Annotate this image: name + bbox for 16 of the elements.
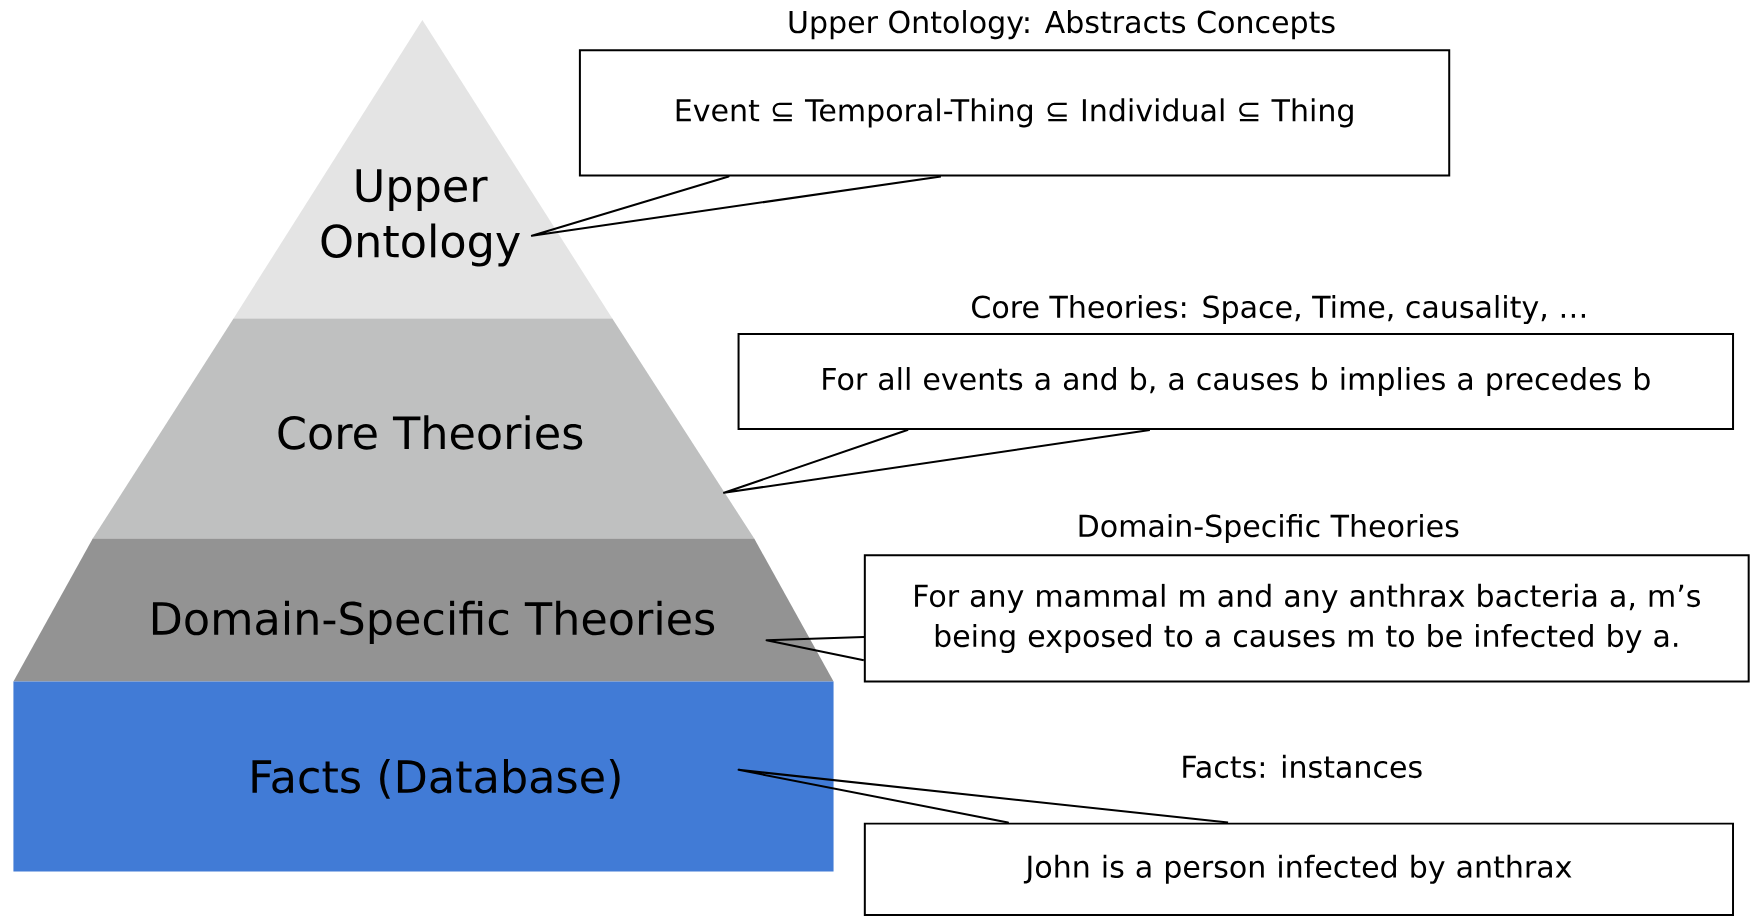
pyramid-tier: Domain-Specific Theories [13,538,834,682]
callout-heading: Upper Ontology: Abstracts Concepts [789,9,1335,39]
pyramid-tier: Core Theories [92,318,755,539]
callout-tail [530,175,942,237]
callout-box: John is a person infected by anthrax [863,822,1735,916]
callout-tail [723,428,1151,494]
callout-box: For all events a and b, a causes b implies a precedes b [737,333,1735,430]
callout-box: For any mammal m and any anthrax bacteria a, m’s being exposed to a causes m to be infected by a. [863,554,1750,683]
callout-heading: Core Theories: Space, Time, causality, … [972,294,1585,324]
callout-heading: Domain-Specific Theories [1079,513,1459,543]
callout-tail [737,768,1230,824]
pyramid-tier: Facts (Database) [13,681,834,872]
callout-tail [765,635,865,662]
callout-heading: Facts: instances [1183,754,1422,778]
pyramid-tier: Upper Ontology [233,20,613,319]
callout-box: Event ⊆ Temporal-Thing ⊆ Individual ⊆ Thing [578,49,1451,177]
